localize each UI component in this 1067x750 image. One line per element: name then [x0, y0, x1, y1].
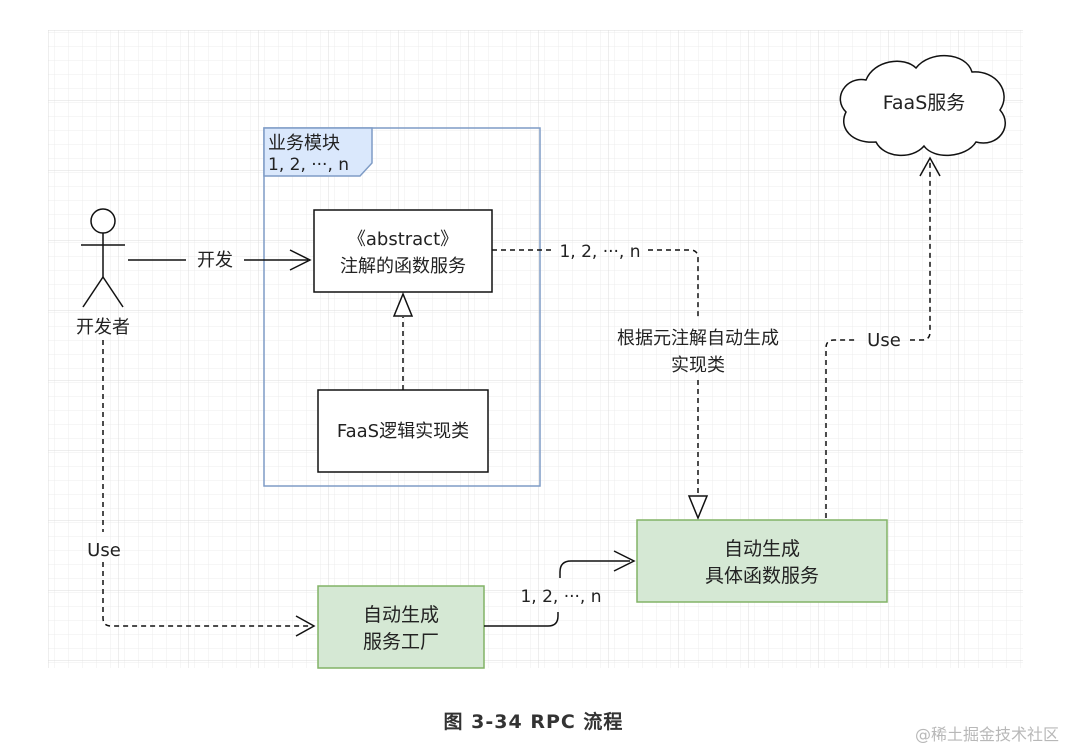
- watermark: @稀土掘金技术社区: [914, 725, 1059, 744]
- develop-edge-label: 开发: [197, 250, 233, 271]
- cloud-icon: [839, 54, 1006, 157]
- figure-caption: 图 3-34 RPC 流程: [443, 711, 624, 733]
- factory-multiplicity-label: 1, 2, ···, n: [520, 587, 601, 607]
- service-factory-line1: 自动生成: [363, 604, 439, 626]
- develop-edge: 开发: [128, 249, 312, 271]
- arrowhead-icon: [919, 156, 941, 177]
- abstract-multiplicity-label: 1, 2, ···, n: [559, 242, 640, 262]
- stick-figure-icon: [81, 208, 125, 308]
- hollow-triangle-icon: [687, 495, 709, 520]
- faas-logic-class-box: [317, 389, 489, 473]
- developer-actor[interactable]: 开发者: [76, 208, 130, 338]
- business-module-title: 业务模块: [268, 133, 340, 154]
- business-module[interactable]: 业务模块 1, 2, ···, n: [263, 127, 541, 487]
- developer-use-label: Use: [87, 540, 121, 561]
- faas-service-cloud[interactable]: FaaS服务: [839, 54, 1006, 157]
- generate-note-line2: 实现类: [671, 355, 725, 376]
- generate-note-line1: 根据元注解自动生成: [617, 328, 779, 349]
- business-module-multiplicity: 1, 2, ···, n: [268, 155, 349, 175]
- rpc-flow-diagram: 业务模块 1, 2, ···, n 《abstract》 注解的函数服务 Faa…: [48, 30, 1023, 669]
- developer-use-factory-edge: Use: [87, 340, 316, 637]
- use-faas-edge: Use: [825, 156, 941, 518]
- generate-implementation-edge: 1, 2, ···, n 根据元注解自动生成 实现类: [492, 242, 779, 520]
- arrowhead-icon: [613, 550, 636, 572]
- faas-service-label: FaaS服务: [883, 92, 966, 114]
- factory-creates-service-edge: 1, 2, ···, n: [484, 550, 636, 627]
- abstract-function-service[interactable]: 《abstract》 注解的函数服务: [313, 209, 493, 293]
- business-module-tag: [263, 127, 373, 177]
- realization-arrow: [392, 292, 414, 390]
- service-factory[interactable]: 自动生成 服务工厂: [317, 585, 485, 669]
- concrete-function-service[interactable]: 自动生成 具体函数服务: [636, 519, 888, 603]
- abstract-service-label: 注解的函数服务: [340, 256, 466, 277]
- hollow-triangle-icon: [392, 292, 414, 317]
- service-factory-box: [317, 585, 485, 669]
- concrete-function-service-box: [636, 519, 888, 603]
- service-factory-line2: 服务工厂: [363, 631, 439, 653]
- abstract-function-service-box: [313, 209, 493, 293]
- concrete-service-line2: 具体函数服务: [705, 565, 819, 587]
- developer-label: 开发者: [76, 317, 130, 338]
- faas-logic-class-label: FaaS逻辑实现类: [337, 421, 469, 442]
- arrowhead-icon: [289, 249, 312, 271]
- arrowhead-icon: [295, 615, 316, 637]
- faas-logic-class[interactable]: FaaS逻辑实现类: [317, 389, 489, 473]
- concrete-service-line1: 自动生成: [724, 538, 800, 560]
- business-module-frame: [263, 127, 541, 487]
- use-faas-label: Use: [867, 330, 901, 351]
- abstract-stereotype: 《abstract》: [348, 229, 458, 250]
